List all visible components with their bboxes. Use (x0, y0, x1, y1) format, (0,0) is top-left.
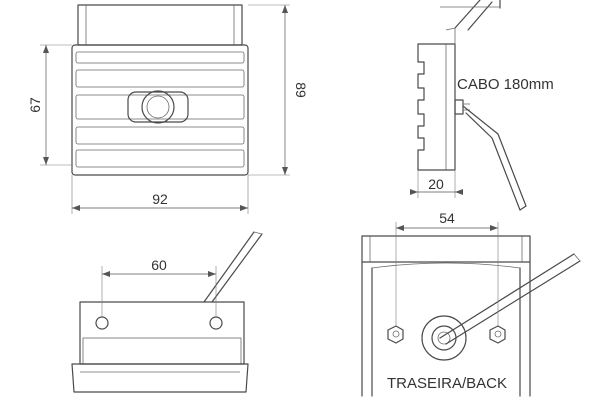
bottom-view-base (71, 363, 249, 393)
back-view-nut-left (387, 325, 404, 344)
bottom-view-hole-left (95, 316, 109, 330)
front-view: 67 89 92 (27, 4, 309, 214)
front-view-fins (75, 51, 245, 168)
dim-54-label: 54 (439, 210, 455, 226)
bottom-view-plate (79, 301, 245, 365)
back-view-body (361, 261, 531, 397)
back-view-label: TRASEIRA/BACK (387, 375, 507, 392)
side-view-nut (454, 99, 464, 115)
side-view-body (417, 43, 456, 171)
side-view-flange (454, 0, 501, 31)
front-view-boss (127, 91, 189, 123)
dim-92-label: 92 (152, 191, 168, 207)
front-view-body (71, 44, 249, 176)
side-view-cable (462, 105, 527, 211)
back-view: 54 TRASEIRA/BACK (361, 210, 581, 397)
cable-label: CABO 180mm (457, 76, 554, 93)
bottom-view: 60 (71, 231, 263, 393)
dim-20-label: 20 (428, 176, 444, 192)
front-view-center-hole (141, 90, 175, 124)
back-view-cable (439, 253, 581, 345)
dim-60-label: 60 (151, 257, 167, 273)
side-view: CABO 180mm 20 (410, 0, 554, 211)
bottom-view-cable (203, 231, 263, 303)
dim-89-label: 89 (293, 82, 309, 98)
back-view-center-boss (421, 315, 467, 361)
front-view-top-tab (77, 4, 243, 46)
back-view-flange (361, 235, 531, 263)
bottom-view-hole-right (209, 316, 223, 330)
back-view-nut-right (489, 325, 506, 344)
dim-67-label: 67 (27, 97, 43, 113)
